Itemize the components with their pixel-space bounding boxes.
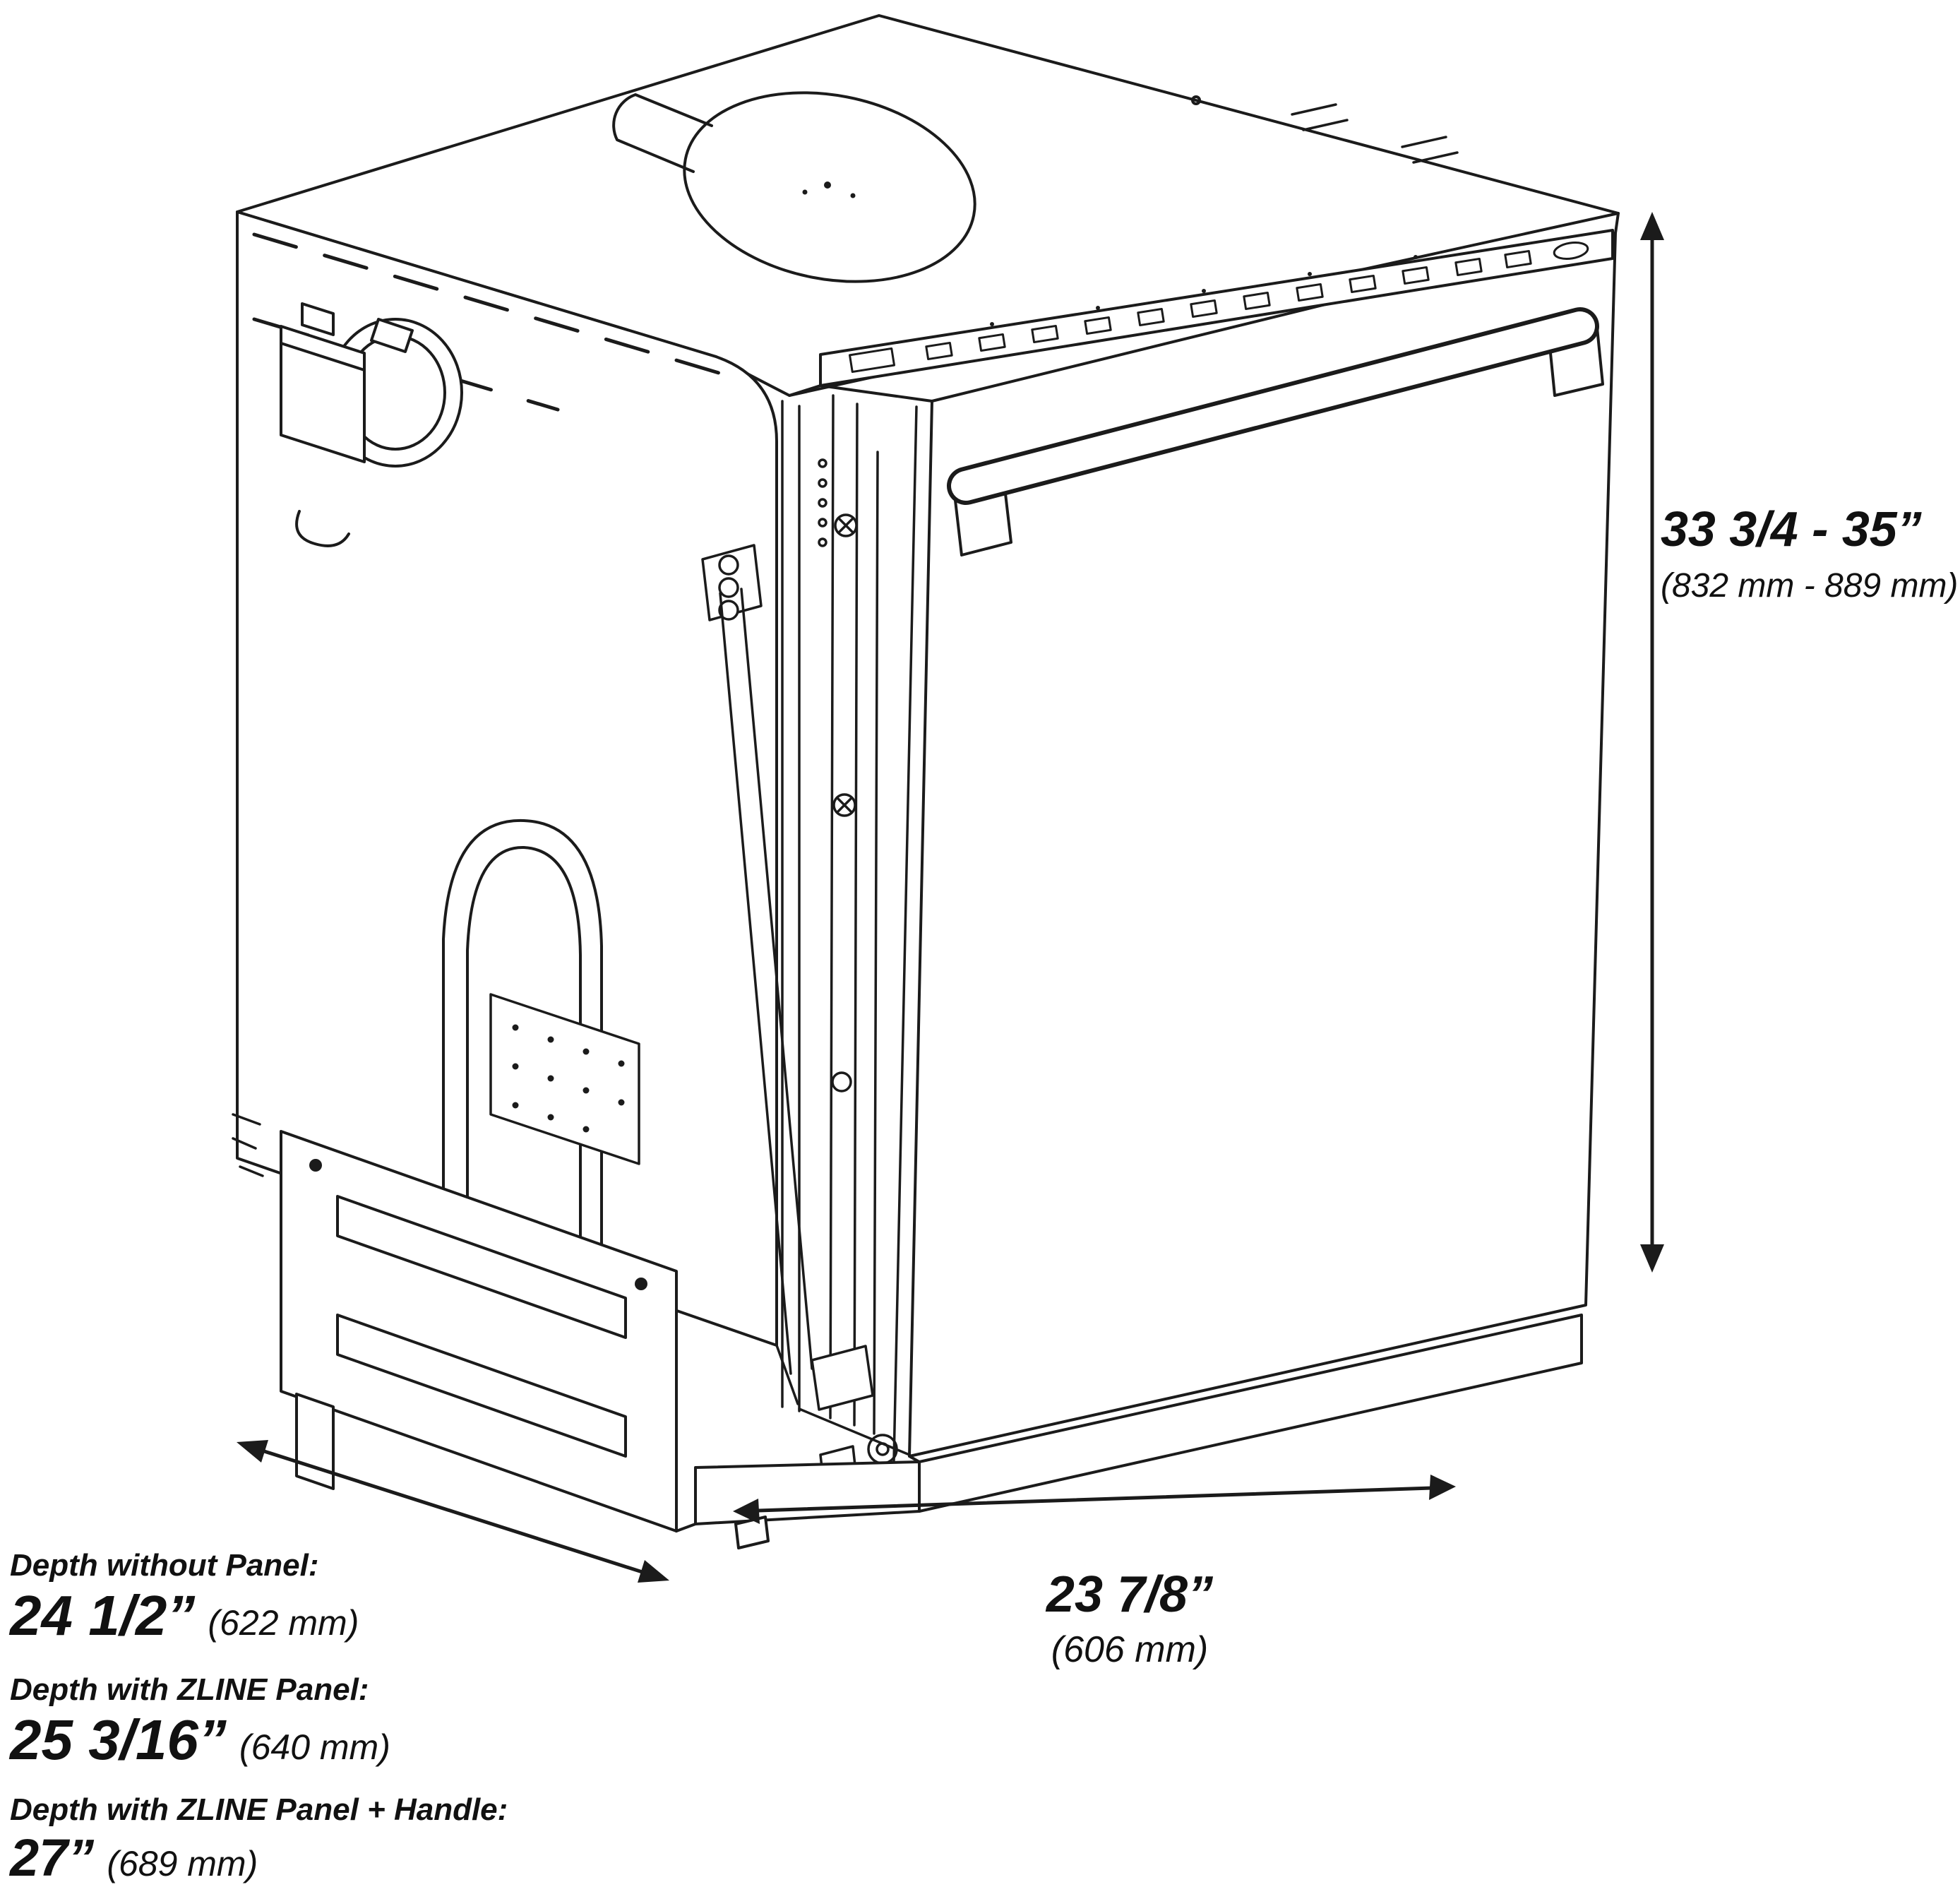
height-dimension-metric: (832 mm - 889 mm) <box>1661 567 1959 605</box>
mounting-bracket-plate <box>280 1130 678 1532</box>
height-dimension-label: 33 3/4 - 35” (832 mm - 889 mm) <box>1661 504 1958 605</box>
depth-without-panel-caption: Depth without Panel: <box>10 1548 319 1583</box>
depth-with-panel-metric: (640 mm) <box>239 1727 390 1767</box>
width-dimension-label: 23 7/8” (606 mm) <box>967 1569 1292 1671</box>
depth-with-panel-handle-caption: Depth with ZLINE Panel + Handle: <box>10 1792 508 1827</box>
depth-with-panel-value: 25 3/16” <box>10 1708 227 1771</box>
depth-with-panel-handle-metric: (689 mm) <box>107 1844 258 1883</box>
depth-without-panel-label: Depth without Panel: 24 1/2” (622 mm) <box>10 1548 359 1644</box>
depth-with-panel-label: Depth with ZLINE Panel: 25 3/16” (640 mm… <box>10 1672 390 1768</box>
depth-with-panel-handle-label: Depth with ZLINE Panel + Handle: 27” (68… <box>10 1792 508 1884</box>
tub-side-mechanisms <box>701 394 911 1517</box>
perforated-bracket <box>489 993 640 1165</box>
depth-dimension-arrow <box>237 1440 669 1583</box>
width-dimension-value: 23 7/8” <box>1046 1566 1214 1623</box>
width-dimension-arrow <box>733 1475 1456 1524</box>
height-dimension-value: 33 3/4 - 35” <box>1661 501 1922 556</box>
left-side-panel <box>236 210 778 1347</box>
left-base-serrations <box>232 1113 264 1177</box>
depth-with-panel-handle-value: 27” <box>10 1828 95 1887</box>
width-dimension-metric: (606 mm) <box>1051 1629 1209 1670</box>
depth-with-panel-caption: Depth with ZLINE Panel: <box>10 1672 369 1707</box>
door-handle <box>947 307 1604 556</box>
height-dimension-arrow <box>1640 212 1664 1273</box>
control-panel-strip <box>819 212 1620 387</box>
depth-without-panel-value: 24 1/2” <box>10 1584 196 1647</box>
depth-without-panel-metric: (622 mm) <box>208 1603 359 1643</box>
